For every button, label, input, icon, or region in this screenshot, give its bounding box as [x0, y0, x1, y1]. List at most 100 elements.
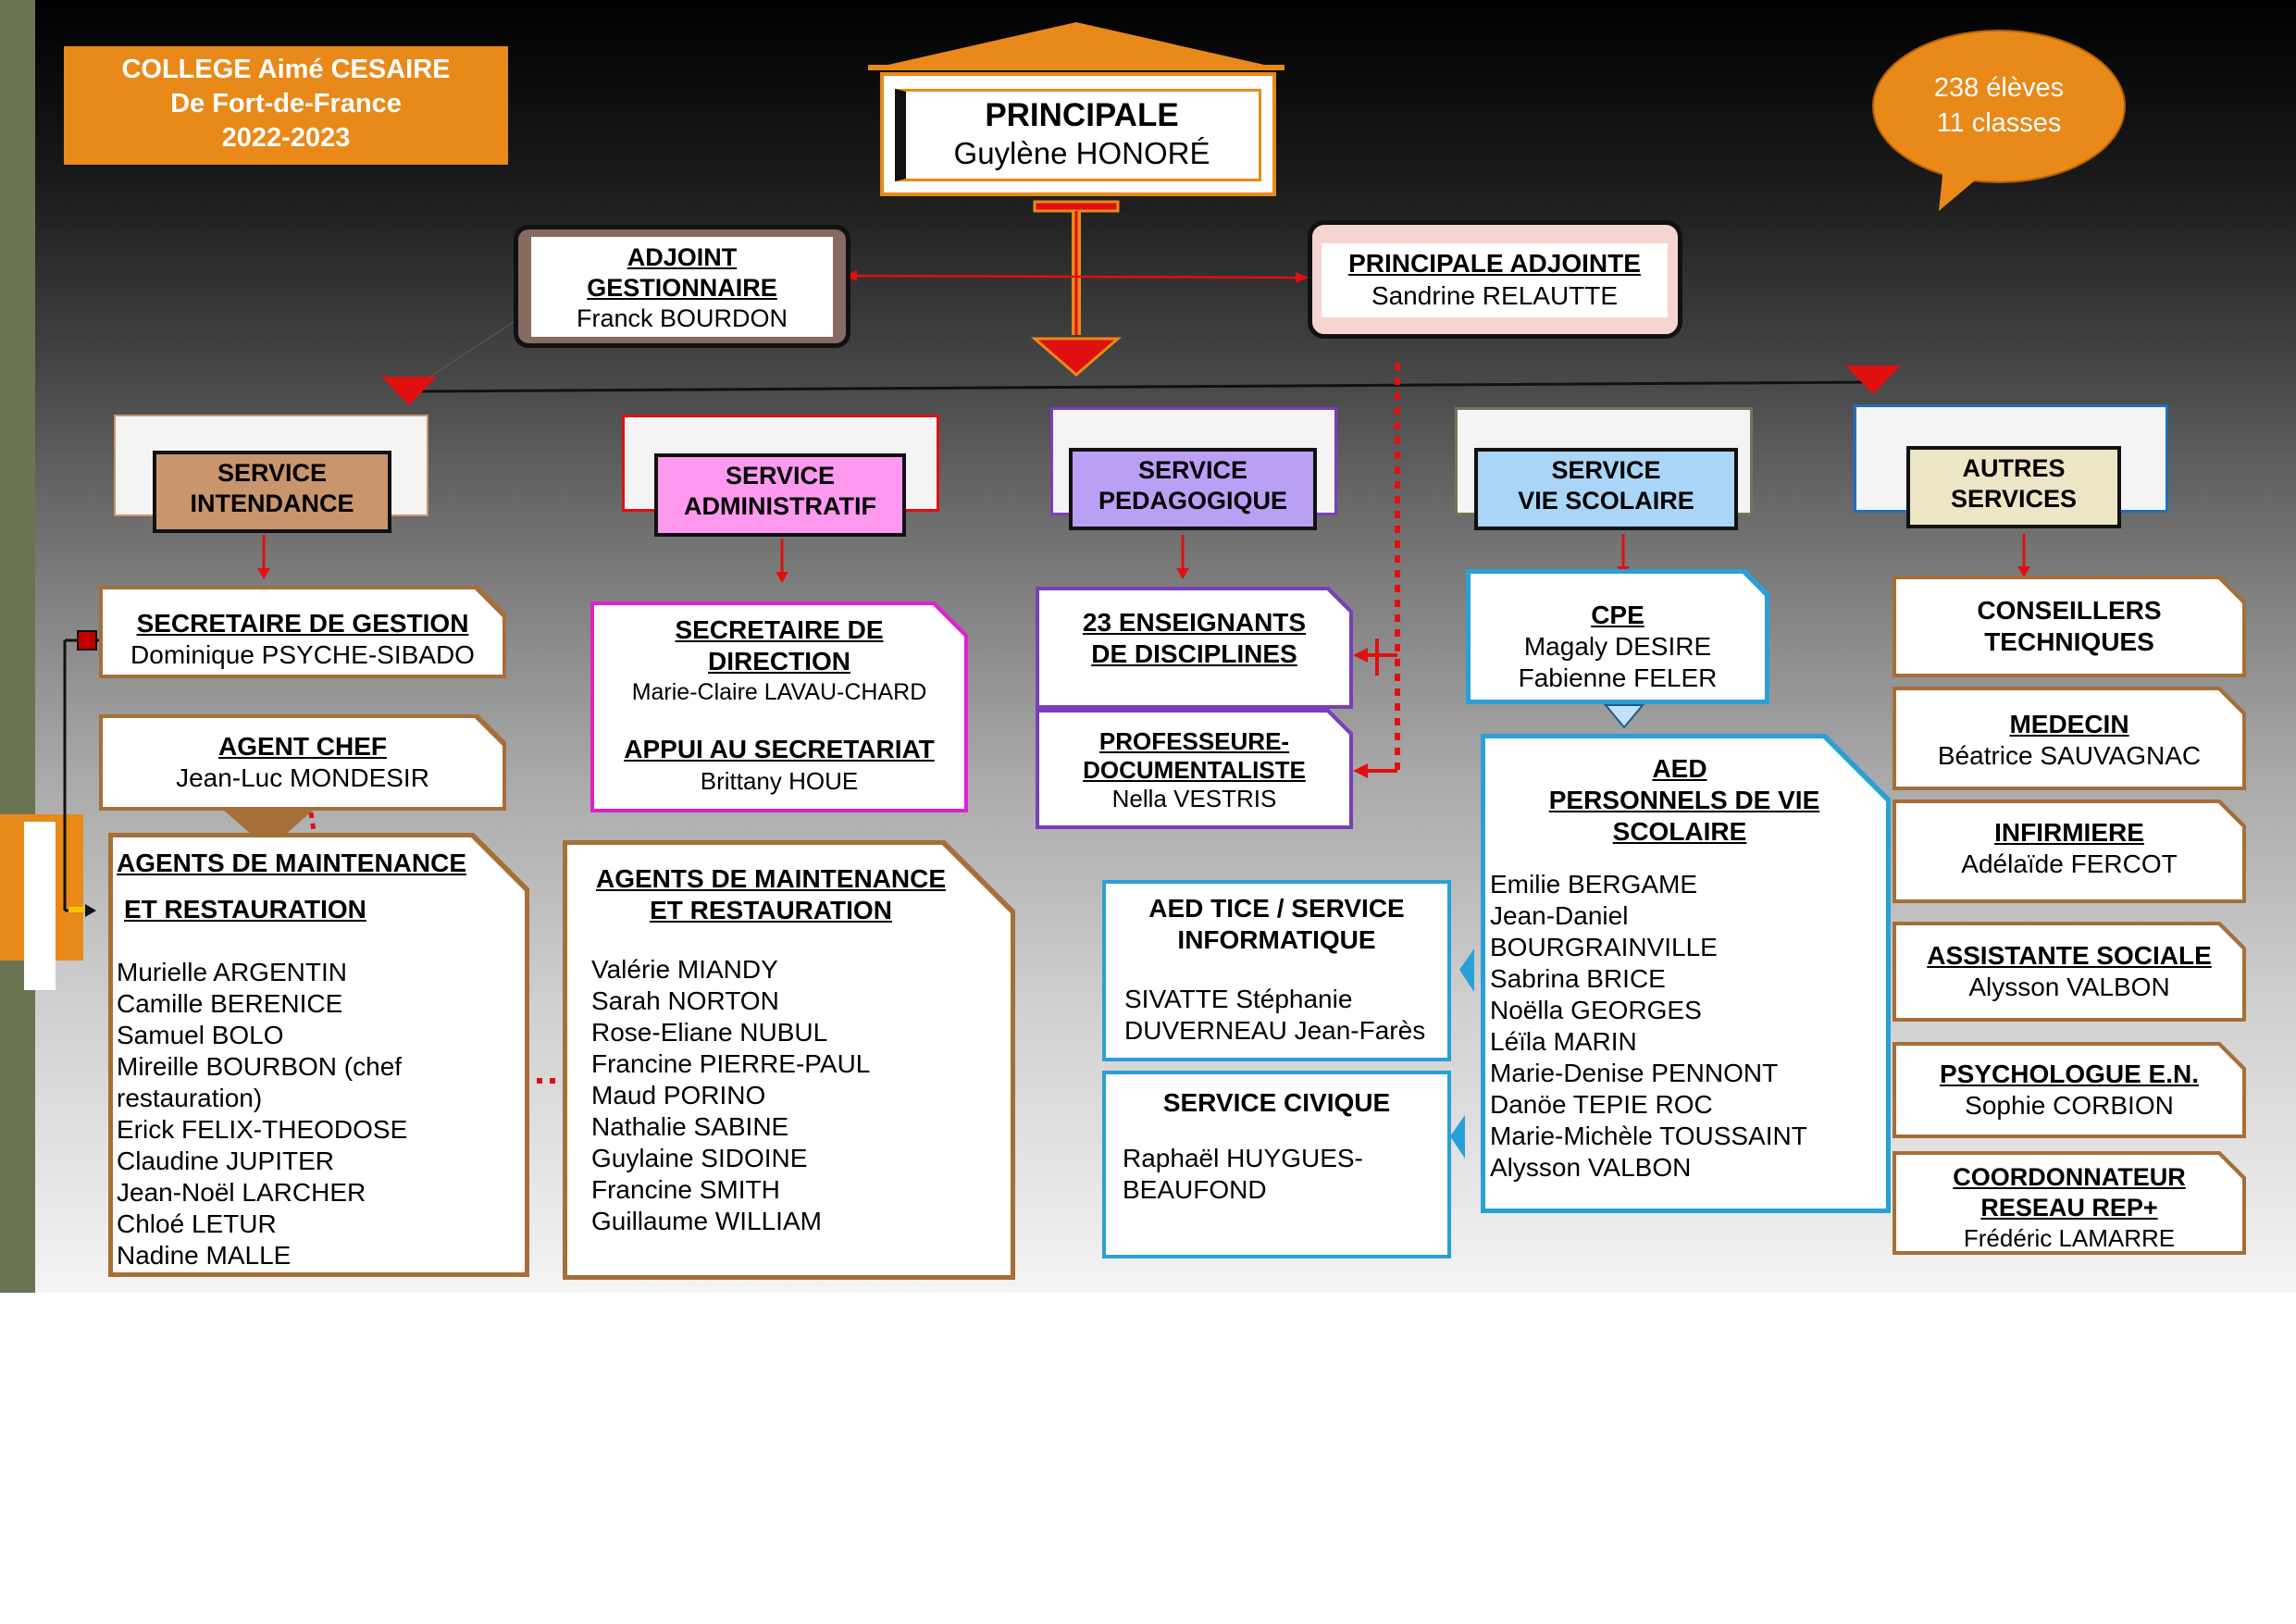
- left-decor-white-bar: [24, 822, 56, 990]
- list-item: Danöe TEPIE ROC: [1490, 1090, 1713, 1119]
- secretaire-gestion-title: SECRETAIRE DE GESTION: [136, 609, 469, 638]
- conseillers-box: CONSEILLERS TECHNIQUES: [1893, 576, 2246, 677]
- list-item: Jean-Noël LARCHER: [117, 1178, 366, 1207]
- agents-intendance-title-2: ET RESTAURATION: [124, 895, 366, 924]
- principale-adjointe-title: PRINCIPALE ADJOINTE: [1348, 249, 1641, 278]
- list-item: Camille BERENICE: [117, 989, 343, 1018]
- agents-intendance-box: AGENTS DE MAINTENANCE ET RESTAURATION Mu…: [108, 833, 529, 1277]
- secretaire-direction-name: Marie-Claire LAVAU-CHARD: [631, 679, 927, 705]
- appui-secretariat-title: APPUI AU SECRETARIAT: [624, 735, 935, 763]
- list-item: Rose-Eliane NUBUL: [591, 1018, 828, 1047]
- aed-title-1: AED: [1652, 754, 1707, 783]
- assistante-sociale-title: ASSISTANTE SOCIALE: [1927, 941, 2212, 970]
- list-item: restauration): [117, 1084, 263, 1112]
- adjoint-gestionnaire-title-1: ADJOINT: [627, 243, 738, 271]
- stats-bubble-shape: [1872, 30, 2126, 211]
- principal-roof: [868, 22, 1285, 70]
- service-civique-title: SERVICE CIVIQUE: [1162, 1088, 1391, 1117]
- coordonnateur-title-1: COORDONNATEUR: [1953, 1163, 2186, 1191]
- principal-name: Guylène HONORÉ: [953, 136, 1210, 170]
- enseignants-line-2: DE DISCIPLINES: [1091, 639, 1297, 668]
- school-city: De Fort-de-France: [170, 89, 402, 118]
- agent-chef-box: AGENT CHEF Jean-Luc MONDESIR: [99, 714, 506, 811]
- coordonnateur-box: COORDONNATEUR RESEAU REP+ Frédéric LAMAR…: [1893, 1151, 2246, 1255]
- list-item: Noëlla GEORGES: [1490, 996, 1702, 1024]
- principal-box: PRINCIPALE Guylène HONORÉ: [880, 72, 1276, 196]
- list-item: Murielle ARGENTIN: [117, 958, 347, 986]
- medecin-name: Béatrice SAUVAGNAC: [1937, 741, 2202, 770]
- infirmiere-title: INFIRMIERE: [1994, 818, 2144, 847]
- list-item: Marie-Michèle TOUSSAINT: [1490, 1122, 1807, 1150]
- documentaliste-box: PROFESSEURE- DOCUMENTALISTE Nella VESTRI…: [1036, 709, 1353, 829]
- list-item: Sarah NORTON: [591, 986, 779, 1015]
- secretaire-direction-title-2: DIRECTION: [708, 647, 850, 676]
- conseillers-line-1: CONSEILLERS: [1977, 596, 2162, 625]
- secretaire-direction-title-1: SECRETAIRE DE: [675, 615, 884, 644]
- list-item: Emilie BERGAME: [1490, 870, 1698, 899]
- list-item: Guylaine SIDOINE: [591, 1144, 808, 1172]
- list-item: Mireille BOURBON (chef: [117, 1052, 403, 1081]
- list-item: BOURGRAINVILLE: [1490, 933, 1718, 961]
- assistante-sociale-box: ASSISTANTE SOCIALE Alysson VALBON: [1893, 922, 2246, 1022]
- psychologue-name: Sophie CORBION: [1965, 1091, 2174, 1120]
- enseignants-box: 23 ENSEIGNANTS DE DISCIPLINES: [1036, 587, 1353, 709]
- aed-tice-title-2: INFORMATIQUE: [1177, 925, 1376, 954]
- aed-tice-title-1: AED TICE / SERVICE: [1148, 894, 1405, 923]
- coordonnateur-title-2: RESEAU REP+: [1980, 1194, 2158, 1221]
- list-item: Marie-Denise PENNONT: [1490, 1059, 1779, 1087]
- adjoint-gestionnaire-title-2: GESTIONNAIRE: [587, 274, 777, 302]
- list-item: Maud PORINO: [591, 1081, 766, 1110]
- aed-box: AED PERSONNELS DE VIE SCOLAIRE Emilie BE…: [1481, 734, 1891, 1213]
- list-item: Jean-Daniel: [1490, 901, 1629, 930]
- agents-administratif-box: AGENTS DE MAINTENANCE ET RESTAURATION Va…: [563, 840, 1015, 1280]
- cpe-title: CPE: [1591, 601, 1644, 629]
- enseignants-line-1: 23 ENSEIGNANTS: [1082, 608, 1307, 637]
- assistante-sociale-name: Alysson VALBON: [1968, 973, 2170, 1001]
- list-item: Samuel BOLO: [117, 1021, 284, 1049]
- adjoint-gestionnaire-box: ADJOINT GESTIONNAIRE Franck BOURDON: [514, 225, 850, 348]
- secretaire-gestion-box: SECRETAIRE DE GESTION Dominique PSYCHE-S…: [99, 586, 506, 678]
- agent-chef-name: Jean-Luc MONDESIR: [176, 763, 429, 792]
- aed-tice-name-2: DUVERNEAU Jean-Farès: [1124, 1016, 1426, 1045]
- psychologue-box: PSYCHOLOGUE E.N. Sophie CORBION: [1893, 1042, 2246, 1138]
- documentaliste-title-1: PROFESSEURE-: [1098, 727, 1290, 755]
- service-civique-name-2: BEAUFOND: [1123, 1175, 1267, 1204]
- aed-tice-box: AED TICE / SERVICE INFORMATIQUE SIVATTE …: [1102, 880, 1451, 1061]
- list-item: Erick FELIX-THEODOSE: [117, 1115, 408, 1144]
- infirmiere-box: INFIRMIERE Adélaïde FERCOT: [1893, 800, 2246, 903]
- list-item: Francine SMITH: [591, 1175, 780, 1204]
- classes-count: 11 classes: [1936, 108, 2062, 138]
- list-item: Nadine MALLE: [117, 1241, 292, 1270]
- left-decor-strip: [0, 0, 35, 1293]
- secretaire-gestion-name: Dominique PSYCHE-SIBADO: [130, 640, 475, 669]
- secretaire-direction-box: SECRETAIRE DE DIRECTION Marie-Claire LAV…: [590, 601, 968, 812]
- list-item: Claudine JUPITER: [117, 1147, 334, 1175]
- agents-administratif-title-2: ET RESTAURATION: [650, 896, 892, 924]
- cpe-name-1: Magaly DESIRE: [1523, 632, 1712, 661]
- medecin-box: MEDECIN Béatrice SAUVAGNAC: [1893, 687, 2246, 790]
- agents-administratif-title-1: AGENTS DE MAINTENANCE: [595, 864, 946, 893]
- aed-title-2: PERSONNELS DE VIE: [1548, 786, 1820, 814]
- medecin-title: MEDECIN: [2009, 710, 2129, 738]
- principal-title: PRINCIPALE: [985, 97, 1179, 133]
- list-item: Valérie MIANDY: [591, 955, 778, 984]
- connector-lines: [63, 200, 2030, 1159]
- list-item: Léïla MARIN: [1490, 1027, 1637, 1056]
- principale-adjointe-name: Sandrine RELAUTTE: [1371, 281, 1619, 310]
- stats-bubble: 238 élèves 11 classes: [1879, 70, 2119, 141]
- service-civique-name-1: Raphaël HUYGUES-: [1123, 1144, 1363, 1172]
- adjoint-gestionnaire-name: Franck BOURDON: [576, 304, 788, 332]
- psychologue-title: PSYCHOLOGUE E.N.: [1939, 1060, 2200, 1088]
- cpe-box: CPE Magaly DESIRE Fabienne FELER: [1466, 569, 1769, 704]
- aed-tice-name-1: SIVATTE Stéphanie: [1124, 985, 1353, 1013]
- coordonnateur-name: Frédéric LAMARRE: [1963, 1224, 2176, 1252]
- list-item: Sabrina BRICE: [1490, 964, 1666, 993]
- list-item: Guillaume WILLIAM: [591, 1207, 822, 1235]
- school-name: COLLEGE Aimé CESAIRE: [121, 55, 451, 84]
- agents-intendance-title-1: AGENTS DE MAINTENANCE: [117, 849, 467, 877]
- aed-title-3: SCOLAIRE: [1612, 817, 1747, 846]
